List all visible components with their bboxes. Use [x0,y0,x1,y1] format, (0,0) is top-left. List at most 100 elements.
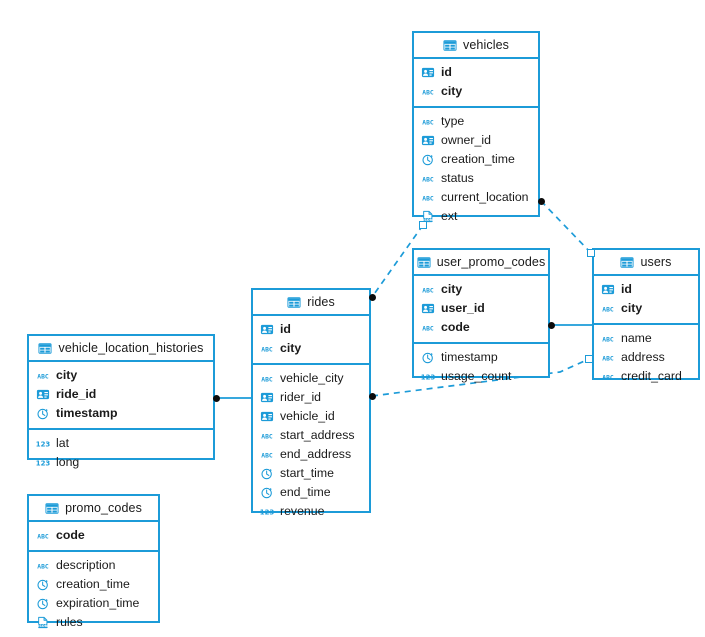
field-label: lat [56,436,69,451]
field-label: expiration_time [56,596,140,611]
table-grid-icon [287,296,301,308]
field-label: ext [441,209,458,224]
table-header[interactable]: user_promo_codes [414,250,548,276]
table-name: promo_codes [65,501,142,515]
field-row[interactable]: owner_id [414,131,538,150]
field-label: ride_id [56,387,97,402]
123-number-icon: 123 [36,460,50,468]
field-label: creation_time [56,577,130,592]
field-label: owner_id [441,133,491,148]
field-label: credit_card [621,369,682,384]
field-row[interactable]: creation_time [414,150,538,169]
table-header[interactable]: vehicles [414,33,538,59]
field-row[interactable]: ABC status [414,169,538,188]
abc-text-icon: ABC [422,326,434,333]
table-grid-icon [443,39,457,51]
field-label: creation_time [441,152,515,167]
abc-text-icon: ABC [261,453,273,460]
field-row[interactable]: JSON ext [414,207,538,226]
field-label: start_time [280,466,334,481]
clock-icon [37,408,48,420]
primary-key-row[interactable]: timestamp [29,404,213,423]
field-label: current_location [441,190,529,205]
svg-text:ABC: ABC [422,177,434,184]
field-row[interactable]: ABC credit_card [594,367,698,386]
table-header[interactable]: rides [253,290,369,316]
primary-key-row[interactable]: id [594,280,698,299]
field-row[interactable]: timestamp [414,348,548,367]
edge-many-endpoint-icon [212,394,220,402]
primary-key-row[interactable]: id [414,63,538,82]
table-header[interactable]: promo_codes [29,496,158,522]
field-label: vehicle_id [280,409,335,424]
abc-text-icon: ABC [422,288,434,295]
table-header[interactable]: users [594,250,698,276]
field-row[interactable]: vehicle_id [253,407,369,426]
field-row[interactable]: rider_id [253,388,369,407]
field-row[interactable]: creation_time [29,575,158,594]
svg-text:ABC: ABC [422,326,434,333]
field-label: status [441,171,474,186]
primary-key-row[interactable]: id [253,320,369,339]
field-row[interactable]: 123 lat [29,434,213,453]
field-row[interactable]: end_time [253,483,369,502]
edge-one-endpoint-icon [585,355,593,363]
primary-key-row[interactable]: user_id [414,299,548,318]
svg-text:123: 123 [36,441,50,449]
abc-text-icon: ABC [602,375,614,382]
primary-key-row[interactable]: ABC city [414,280,548,299]
primary-key-row[interactable]: ride_id [29,385,213,404]
svg-text:JSON: JSON [422,218,433,222]
field-row[interactable]: start_time [253,464,369,483]
table-header[interactable]: vehicle_location_histories [29,336,213,362]
abc-text-icon: ABC [422,196,434,203]
field-label: type [441,114,465,129]
field-label: rider_id [280,390,322,405]
field-row[interactable]: ABC current_location [414,188,538,207]
edge-one-endpoint-icon [419,221,427,229]
field-label: id [280,322,291,337]
field-label: code [56,528,85,543]
edge-many-endpoint-icon [368,293,376,301]
abc-text-icon: ABC [261,434,273,441]
field-label: city [441,282,463,297]
edge-many-endpoint-icon [547,321,555,329]
svg-text:ABC: ABC [422,196,434,203]
table-name: user_promo_codes [436,255,546,269]
field-label: id [441,65,452,80]
field-row[interactable]: expiration_time [29,594,158,613]
relationship-vehicles-to-users [540,200,592,254]
svg-text:ABC: ABC [37,564,49,571]
